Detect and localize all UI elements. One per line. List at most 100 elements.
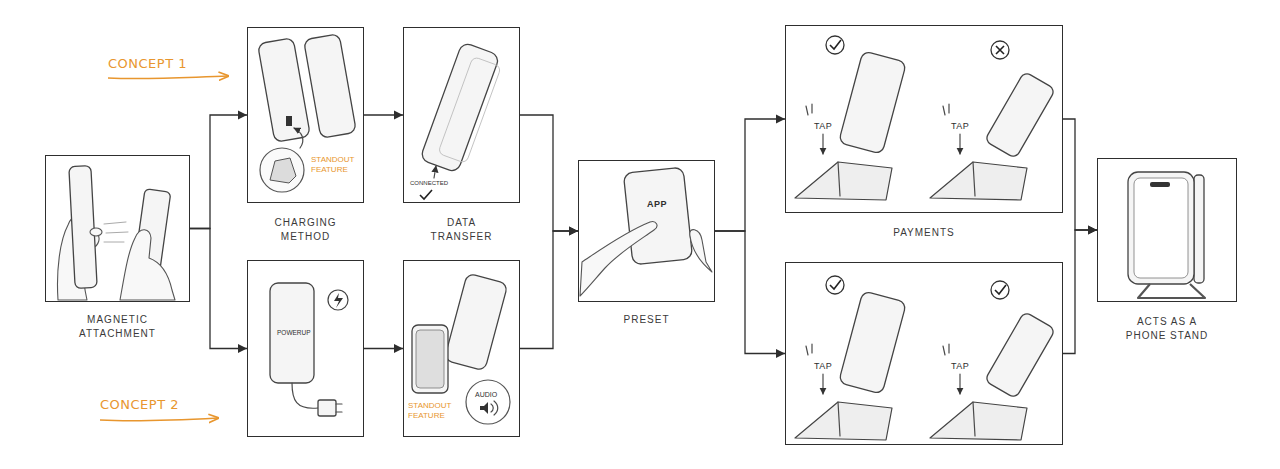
flow-arrow [190,229,247,349]
audio-transfer-sketch-part [491,404,493,412]
flow-arrow [715,231,785,354]
storyboard-panel: CONNECTEDDATA TRANSFER [403,27,520,203]
tap-payment-sketch-part [991,41,1009,59]
audio-transfer-sketch-part [416,330,444,388]
audio-transfer-sketch-part [444,273,508,371]
screen-label: APP [647,199,667,210]
tap-payment-sketch-part [943,106,945,115]
audio-transfer-sketch-part [480,402,488,414]
tap-payment-sketch-part [838,162,840,196]
hands-phone-sketch-part [104,222,126,224]
panel-caption: ACTS AS A PHONE STAND [1122,315,1212,343]
hands-app-sketch-part [690,230,712,272]
phone-pair-sketch-part [286,116,292,126]
flow-arrow [1063,119,1097,230]
tap-payment-sketch-part [826,276,844,294]
wireless-charging-sketch [270,283,348,416]
hands-phone-sketch-part [120,230,175,300]
tap-payment-sketch [795,276,1056,440]
phone-sketch-part [438,56,501,163]
phone-stand-sketch-part [1150,182,1170,187]
feature-note: STANDOUT FEATURE [408,401,458,420]
storyboard-panel: APPPRESET [578,160,715,302]
hands-app-sketch [580,167,712,296]
storyboard-panel: MAGNETIC ATTACHMENT [45,155,190,302]
phone-pair-sketch-part [260,148,304,192]
tap-payment-sketch-part [822,374,823,394]
wireless-charging-sketch-part [270,283,314,383]
phone-stand-sketch-part [1138,284,1205,298]
tap-payment-sketch-part [948,344,949,353]
storyboard-panel: STANDOUT FEATURECHARGING METHOD [247,27,364,203]
wireless-charging-sketch-part [292,383,318,408]
feature-note: STANDOUT FEATURE [311,155,361,174]
flow-arrow [364,348,403,349]
tap-payment-sketch-part [959,134,960,154]
phone-stand-sketch-part [1194,175,1204,283]
hands-app-sketch-part [623,167,692,265]
tap-note: TAP [951,361,969,372]
tap-payment-sketch-part [995,285,1006,294]
phone-pair-sketch-part [258,38,311,143]
tap-note: TAP [814,121,832,132]
wireless-charging-sketch-part [336,411,342,412]
storyboard-panel: TAPTAPPAYMENTS [785,25,1063,213]
hands-phone-sketch-part [90,228,102,236]
hands-phone-sketch-part [69,166,97,289]
concept-label: CONCEPT 2 [100,397,179,412]
hands-phone-sketch-part [104,242,124,243]
wireless-charging-sketch-part [318,400,336,416]
concept-label: CONCEPT 1 [108,56,187,71]
phone-label: POWERUP [277,329,311,337]
audio-transfer-sketch-part [412,325,448,393]
tap-payment-sketch-part [996,46,1004,54]
tap-payment-sketch-part [973,162,975,196]
tap-payment-sketch-part [826,36,844,54]
tap-payment-sketch-part [930,402,1027,440]
flow-arrow [715,119,785,231]
tap-payment-sketch-part [806,106,808,115]
phone-sketch-part [434,166,436,178]
panel-caption: CHARGING METHOD [256,216,356,244]
storyboard-panel: STANDOUT FEATURE AUDIO [403,260,520,437]
concept-arrow-part [108,76,228,79]
tap-payment-sketch-part [973,402,975,436]
tap-payment-sketch-part [984,71,1055,158]
wireless-charging-sketch-part [334,293,343,308]
phone-pair-sketch-part [270,158,296,183]
tap-note: TAP [814,361,832,372]
flow-arrow [1063,230,1097,354]
tap-payment-sketch-part [811,344,812,353]
audio-transfer-sketch-part [494,401,498,415]
flow-arrow [364,114,403,115]
wireless-charging-sketch-part [336,403,342,404]
tap-note: TAP [951,121,969,132]
phone-pair-sketch-part [294,128,303,148]
phone-stand-sketch-part [1134,178,1188,278]
phone-sketch-part [420,190,432,199]
status-note: CONNECTED [410,180,448,187]
concept-arrow-part [100,418,218,421]
storyboard-panel: ACTS AS A PHONE STAND [1097,158,1237,302]
tap-payment-sketch-part [838,291,906,394]
panel-caption: DATA TRANSFER [422,216,502,244]
tap-payment-sketch-part [838,402,840,436]
audio-note: AUDIO [475,391,497,399]
audio-transfer-sketch-part [466,380,510,424]
flow-arrow [520,115,578,231]
tap-payment-sketch-part [795,162,892,200]
flow-arrow [520,231,578,349]
tap-payment-sketch-part [806,346,808,355]
phone-stand-sketch-part [1128,172,1194,284]
tap-payment-sketch-part [830,40,841,49]
tap-payment-sketch-part [822,134,823,154]
storyboard-panel: TAP TAP [785,262,1063,445]
hands-app-sketch-part [580,222,657,296]
panel-caption: PAYMENTS [854,226,994,240]
tap-payment-sketch [795,36,1056,200]
phone-pair-sketch-part [304,34,357,139]
tap-payment-sketch-part [811,104,812,113]
tap-payment-sketch-part [795,402,892,440]
